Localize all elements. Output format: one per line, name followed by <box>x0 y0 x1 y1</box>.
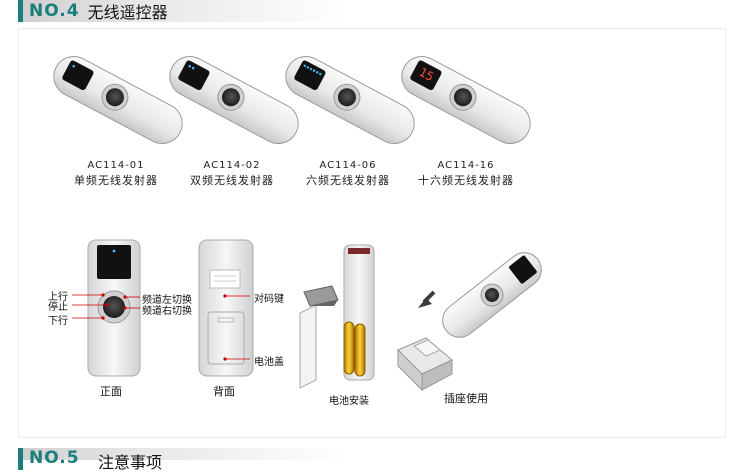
label-channel-left: 频道左切换 <box>142 295 192 306</box>
next-section-header: NO.5 注意事项 <box>18 448 348 472</box>
remote-ac114-01 <box>46 48 190 152</box>
product-description: 单频无线发射器 <box>74 174 158 187</box>
remote-ac114-16: 15 <box>394 48 538 152</box>
label-pairing-key: 对码键 <box>254 294 284 305</box>
header-accent-bar <box>18 448 23 470</box>
product-caption-4: AC114-16 十六频无线发射器 <box>406 160 526 188</box>
product-model: AC114-16 <box>437 160 495 171</box>
remote-ac114-06 <box>278 48 422 152</box>
remote-back-view <box>198 239 254 377</box>
caption-dock-usage: 插座使用 <box>444 392 488 405</box>
product-caption-3: AC114-06 六频无线发射器 <box>298 160 398 188</box>
product-model: AC114-06 <box>319 160 377 171</box>
illustrations: 15 <box>46 48 542 392</box>
section-number: NO.4 <box>29 1 80 21</box>
caption-back: 背面 <box>213 385 235 398</box>
product-description: 六频无线发射器 <box>306 174 390 187</box>
product-caption-1: AC114-01 单频无线发射器 <box>66 160 166 188</box>
product-caption-2: AC114-02 双频无线发射器 <box>182 160 282 188</box>
battery-installation <box>299 244 375 389</box>
label-up: 上行 <box>48 292 68 303</box>
label-down: 下行 <box>48 316 68 327</box>
remote-ac114-02 <box>162 48 306 152</box>
label-stop: 停止 <box>48 302 68 313</box>
section-title: 注意事项 <box>98 453 163 472</box>
section-title: 无线遥控器 <box>87 3 168 22</box>
caption-front: 正面 <box>100 385 122 398</box>
dock-usage <box>397 252 542 392</box>
remote-display-digits: 15 <box>417 65 436 84</box>
product-description: 十六频无线发射器 <box>418 174 514 187</box>
product-description: 双频无线发射器 <box>190 174 274 187</box>
remote-front-view <box>72 239 141 377</box>
label-channel-right: 频道右切换 <box>142 306 192 317</box>
header-accent-bar <box>18 0 23 22</box>
product-model: AC114-01 <box>87 160 145 171</box>
label-battery-cover: 电池盖 <box>254 357 284 368</box>
caption-battery-install: 电池安装 <box>329 396 369 407</box>
product-model: AC114-02 <box>203 160 261 171</box>
section-header: NO.4 无线遥控器 <box>18 0 348 22</box>
section-number: NO.5 <box>29 448 80 468</box>
